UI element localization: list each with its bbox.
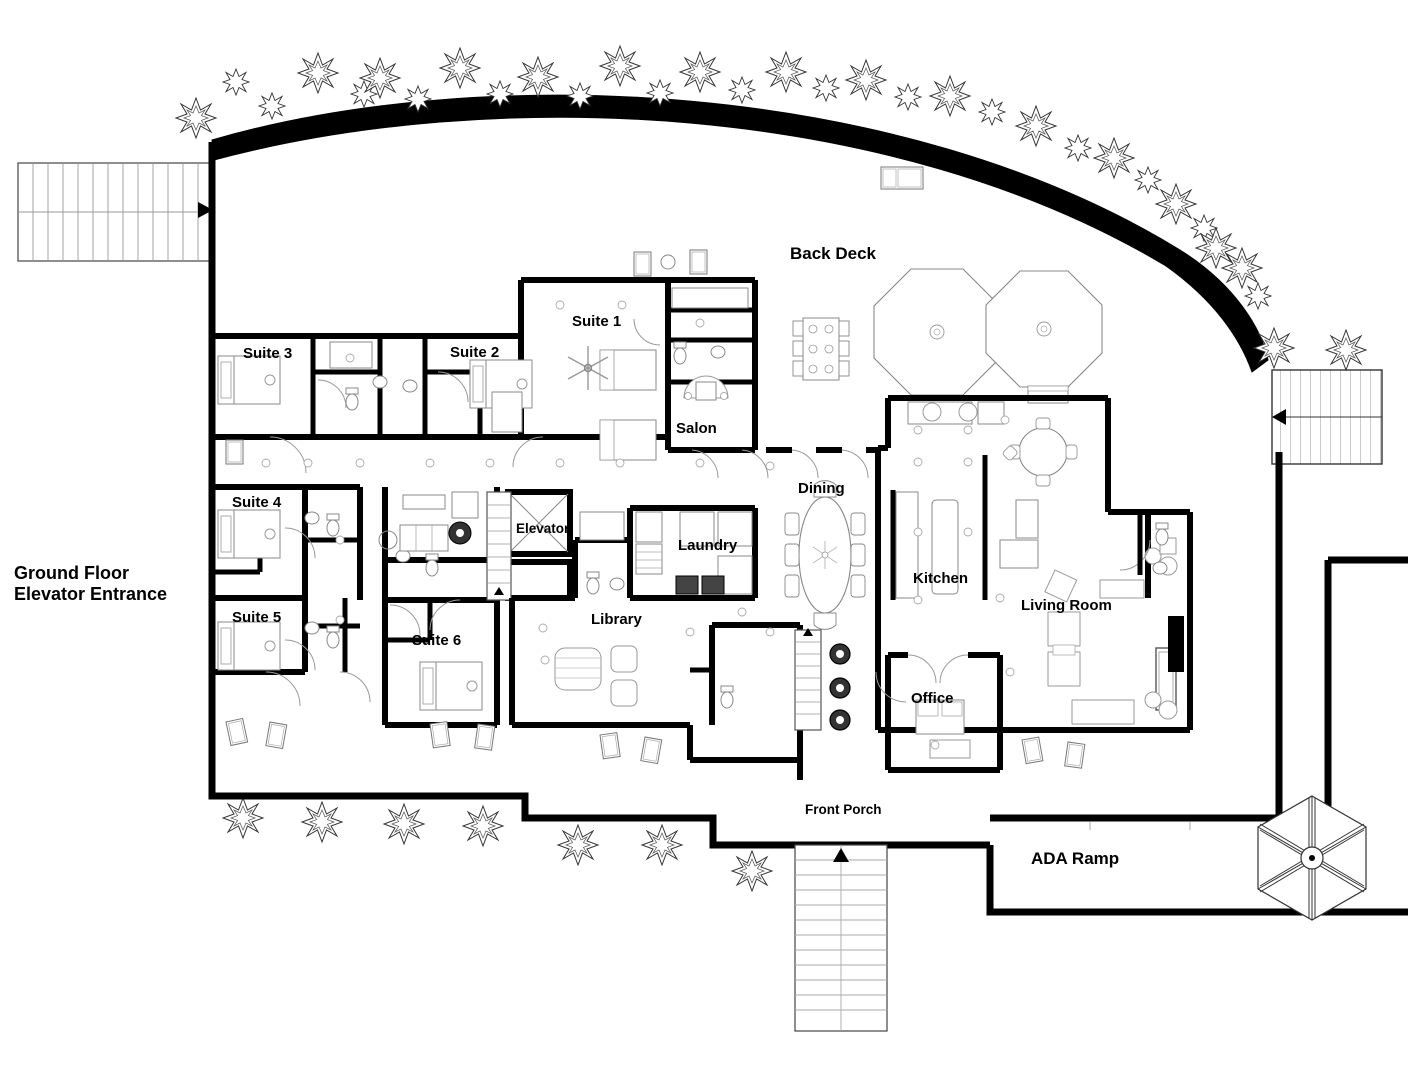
- room-label-back-deck: Back Deck: [790, 244, 877, 263]
- room-label-elevator: Elevator: [516, 521, 570, 536]
- room-label-suite-4: Suite 4: [232, 494, 282, 511]
- room-label-office: Office: [911, 690, 954, 707]
- room-label-suite-6: Suite 6: [412, 632, 462, 649]
- library-laundry-block: [509, 505, 851, 780]
- patio-umbrella: [1257, 795, 1367, 921]
- back-deck-furniture: [633, 166, 1103, 404]
- stairs-up-arrow-icon: [833, 848, 849, 862]
- deck-arrow-icon: [1272, 409, 1286, 425]
- room-label-suite-3: Suite 3: [243, 345, 293, 362]
- page-title-line-1: Ground Floor: [14, 563, 129, 583]
- room-label-salon: Salon: [676, 420, 717, 437]
- room-label-laundry: Laundry: [678, 537, 738, 554]
- room-label-kitchen: Kitchen: [913, 570, 969, 587]
- great-room-block: [875, 395, 1193, 773]
- entry-arrow-icon: [198, 202, 213, 218]
- front-shrub-row: [222, 797, 773, 892]
- page-title: Ground Floor Elevator Entrance: [14, 563, 167, 604]
- stair-run-interior: [486, 491, 512, 601]
- dining-table: [784, 480, 866, 630]
- bedroom-wing-upper: [212, 277, 758, 474]
- room-label-suite-5: Suite 5: [232, 609, 282, 626]
- side-deck-hatched: [1271, 369, 1383, 465]
- room-label-front-porch: Front Porch: [805, 802, 882, 817]
- front-stairs: [794, 844, 888, 1032]
- room-label-living-room: Living Room: [1021, 597, 1112, 614]
- bedroom-wing-lower: [209, 458, 1086, 769]
- driveway-pad: [17, 162, 214, 262]
- room-label-library: Library: [591, 611, 642, 628]
- patio-doors: [689, 449, 869, 479]
- elevator-shaft: [505, 489, 573, 601]
- room-label-ada-ramp: ADA Ramp: [1031, 849, 1120, 868]
- curved-hedge: [175, 45, 1367, 373]
- room-label-suite-1: Suite 1: [572, 313, 622, 330]
- page-title-line-2: Elevator Entrance: [14, 583, 168, 604]
- room-label-dining: Dining: [798, 480, 845, 497]
- room-label-suite-2: Suite 2: [450, 344, 500, 361]
